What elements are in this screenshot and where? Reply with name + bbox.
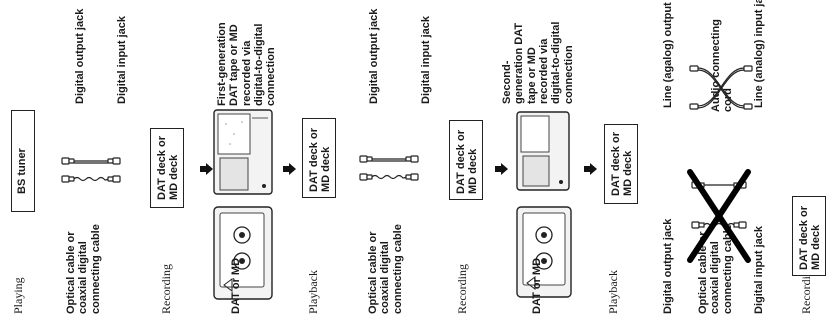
phase-playing-label: Playing [12,277,25,314]
digital-input-jack-label-1: Digital input jack [116,16,128,104]
digital-input-jack-label-3: Digital input jack [753,226,765,314]
cable-label-2: Optical cable or coaxial digital connect… [367,224,404,314]
analog-output-jacks-label: Line (agalog) output jacks [662,0,674,108]
digital-output-jack-label-1: Digital output jack [74,9,86,104]
digital-cable-icon [60,152,130,192]
digital-input-jack-label-2: Digital input jack [420,16,432,104]
x-cross-icon [686,168,752,264]
dat-cassette-icon [515,205,573,299]
dat-cassette-icon [212,205,274,301]
media-label-1: DAT or MD [230,258,242,314]
bs-tuner-label: BS tuner [16,148,28,194]
phase-playback-label-2: Playback [607,270,620,314]
digital-output-jack-label-3: Digital output jack [662,219,674,314]
phase-recording-label-1: Recording [160,264,173,314]
analog-input-jacks-label: Line (analog) input jacks [753,0,765,108]
recorder-label-1: DAT deck or MD deck [156,136,181,200]
right-arrow-icon [584,163,598,175]
digital-cable-icon [358,150,428,190]
phase-playback-label-1: Playback [307,270,320,314]
cable-label-1: Optical cable or coaxial digital connect… [65,224,102,314]
phase-recording-label-2: Recording [456,264,469,314]
second-gen-note: Second- generation DAT tape or MD record… [501,22,575,104]
right-arrow-icon [283,163,297,175]
recorder-label-3: DAT deck or MD deck [798,206,823,270]
player-label-2: DAT deck or MD deck [610,132,635,196]
right-arrow-icon [495,163,509,175]
recorder-label-2: DAT deck or MD deck [455,130,480,194]
digital-output-jack-label-2: Digital output jack [368,9,380,104]
minidisc-icon [515,110,571,192]
media-label-2: DAT or MD [531,258,543,314]
audio-cord-icon [688,60,754,118]
first-gen-note: First-generation DAT tape or MD recorded… [216,22,278,106]
minidisc-icon [212,108,274,196]
player-label-1: DAT deck or MD deck [308,128,333,192]
